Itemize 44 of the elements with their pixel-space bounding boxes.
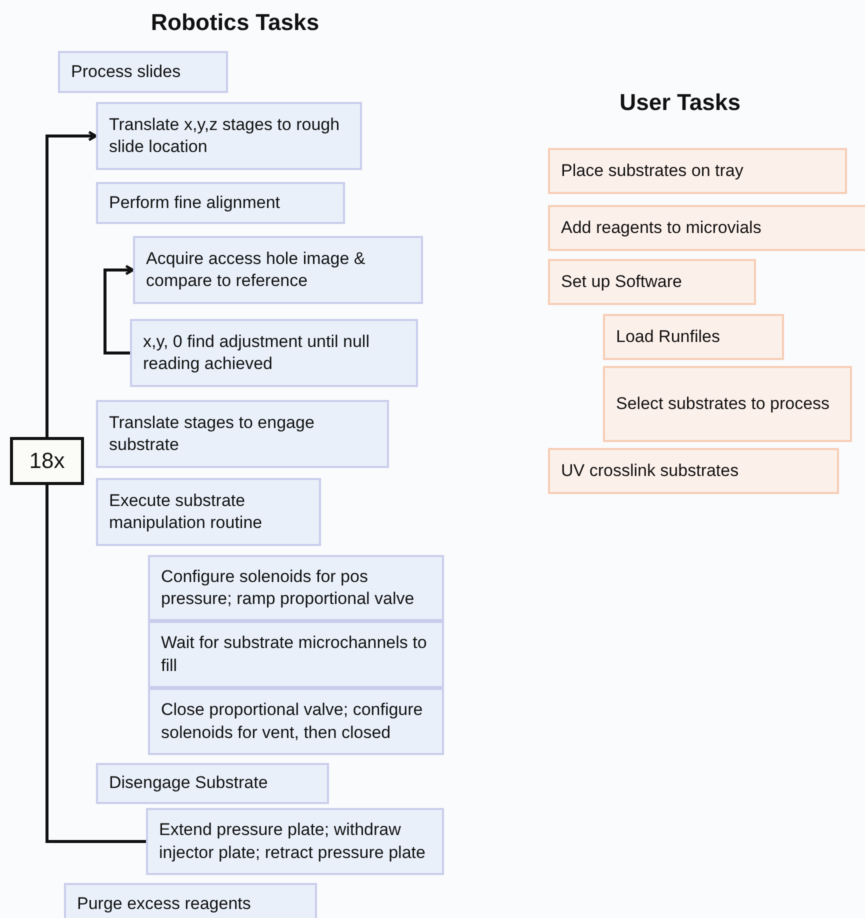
task-text: Translate x,y,z stages to rough slide location <box>109 114 341 158</box>
task-box <box>548 205 865 251</box>
task-text: Wait for substrate microchannels to fill <box>161 632 428 676</box>
connector-arrow <box>104 264 134 354</box>
task-box <box>64 883 317 918</box>
task-text: Close proportional valve; configure solenoids for vent, then closed <box>161 699 424 744</box>
column-heading: User Tasks <box>619 89 741 116</box>
task-box <box>96 763 329 804</box>
task-text: Set up Software <box>561 270 682 293</box>
task-box <box>548 448 839 494</box>
task-text: Disengage Substrate <box>109 772 268 794</box>
task-box <box>96 400 389 468</box>
task-box <box>96 102 362 170</box>
task-box <box>133 236 423 304</box>
task-text: Place substrates on tray <box>561 160 744 182</box>
task-text: 18x <box>29 446 65 475</box>
task-text: Purge excess reagents <box>77 892 251 915</box>
task-box <box>130 319 418 387</box>
task-text: Load Runfiles <box>616 326 720 348</box>
task-text: Extend pressure plate; withdraw injector plate; retract pressure plate <box>159 819 426 864</box>
task-text: Add reagents to microvials <box>561 216 762 239</box>
task-text: x,y, 0 find adjustment until null reading achieved <box>143 330 370 375</box>
connector-arrow <box>46 130 98 437</box>
task-text: Execute substrate manipulation routine <box>109 490 264 534</box>
task-text: Acquire access hole image & compare to reference <box>146 248 366 292</box>
task-box <box>96 478 321 546</box>
column-heading: Robotics Tasks <box>150 9 320 36</box>
task-text: Process slides <box>71 60 181 83</box>
task-text: Translate stages to engage substrate <box>109 412 316 456</box>
task-box <box>603 366 852 442</box>
task-text: Select substrates to process <box>616 392 830 415</box>
task-box <box>148 688 444 755</box>
task-text: UV crosslink substrates <box>561 460 739 482</box>
task-box <box>548 148 847 194</box>
task-box <box>603 314 784 360</box>
task-text: Perform fine alignment <box>109 192 280 214</box>
task-box <box>58 51 228 93</box>
task-box <box>148 621 444 688</box>
task-box <box>146 808 444 875</box>
repeat-count-box <box>10 437 84 485</box>
task-box <box>548 259 756 305</box>
task-box <box>96 182 345 224</box>
task-text: Configure solenoids for pos pressure; ramp proportional valve <box>161 566 416 610</box>
task-box <box>148 555 444 621</box>
